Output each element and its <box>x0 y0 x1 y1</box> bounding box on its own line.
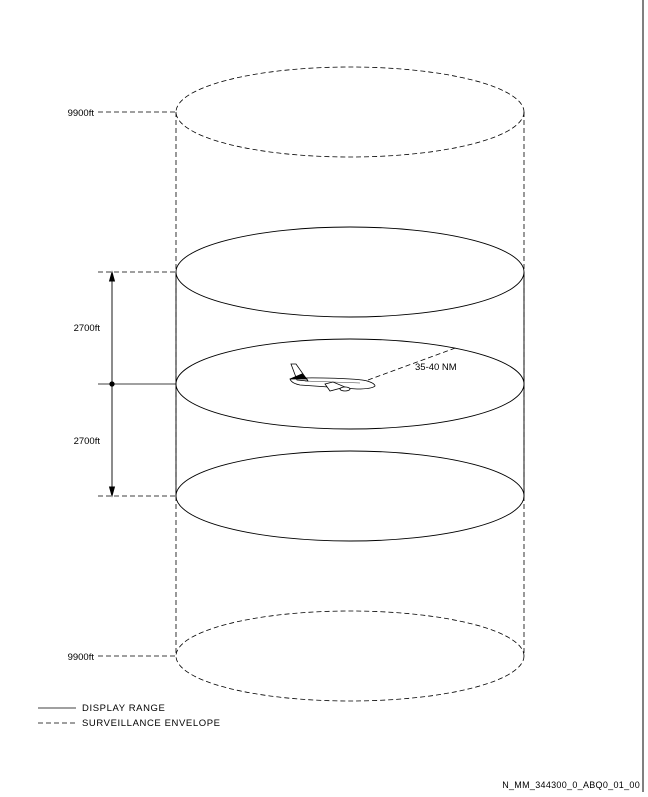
dimension-arrows <box>108 270 116 498</box>
altitude-label-top: 9900ft <box>68 108 95 119</box>
aircraft-window-line <box>304 380 361 384</box>
figure-reference: N_MM_344300_0_ABQ0_01_00 <box>502 780 640 790</box>
display-bottom-ellipse <box>175 450 525 542</box>
arrow-up-head <box>108 270 116 282</box>
aircraft-icon <box>289 363 376 392</box>
legend: DISPLAY RANGE SURVEILLANCE ENVELOPE <box>38 703 221 729</box>
legend-surveillance-envelope-label: SURVEILLANCE ENVELOPE <box>82 718 221 729</box>
aircraft-level-dot <box>109 381 115 387</box>
envelope-bottom-ellipse <box>175 610 525 702</box>
envelope-top-ellipse <box>175 66 525 158</box>
altitude-label-bottom: 9900ft <box>68 652 95 663</box>
aircraft-stabilizer <box>289 373 308 380</box>
altitude-label-upper-band: 2700ft <box>74 323 101 334</box>
legend-display-range-label: DISPLAY RANGE <box>82 703 165 714</box>
altitude-label-lower-band: 2700ft <box>74 436 101 447</box>
range-label: 35-40 NM <box>415 362 457 373</box>
arrow-down-head <box>108 486 116 498</box>
display-top-ellipse <box>175 226 525 318</box>
aircraft-engine <box>339 386 351 392</box>
